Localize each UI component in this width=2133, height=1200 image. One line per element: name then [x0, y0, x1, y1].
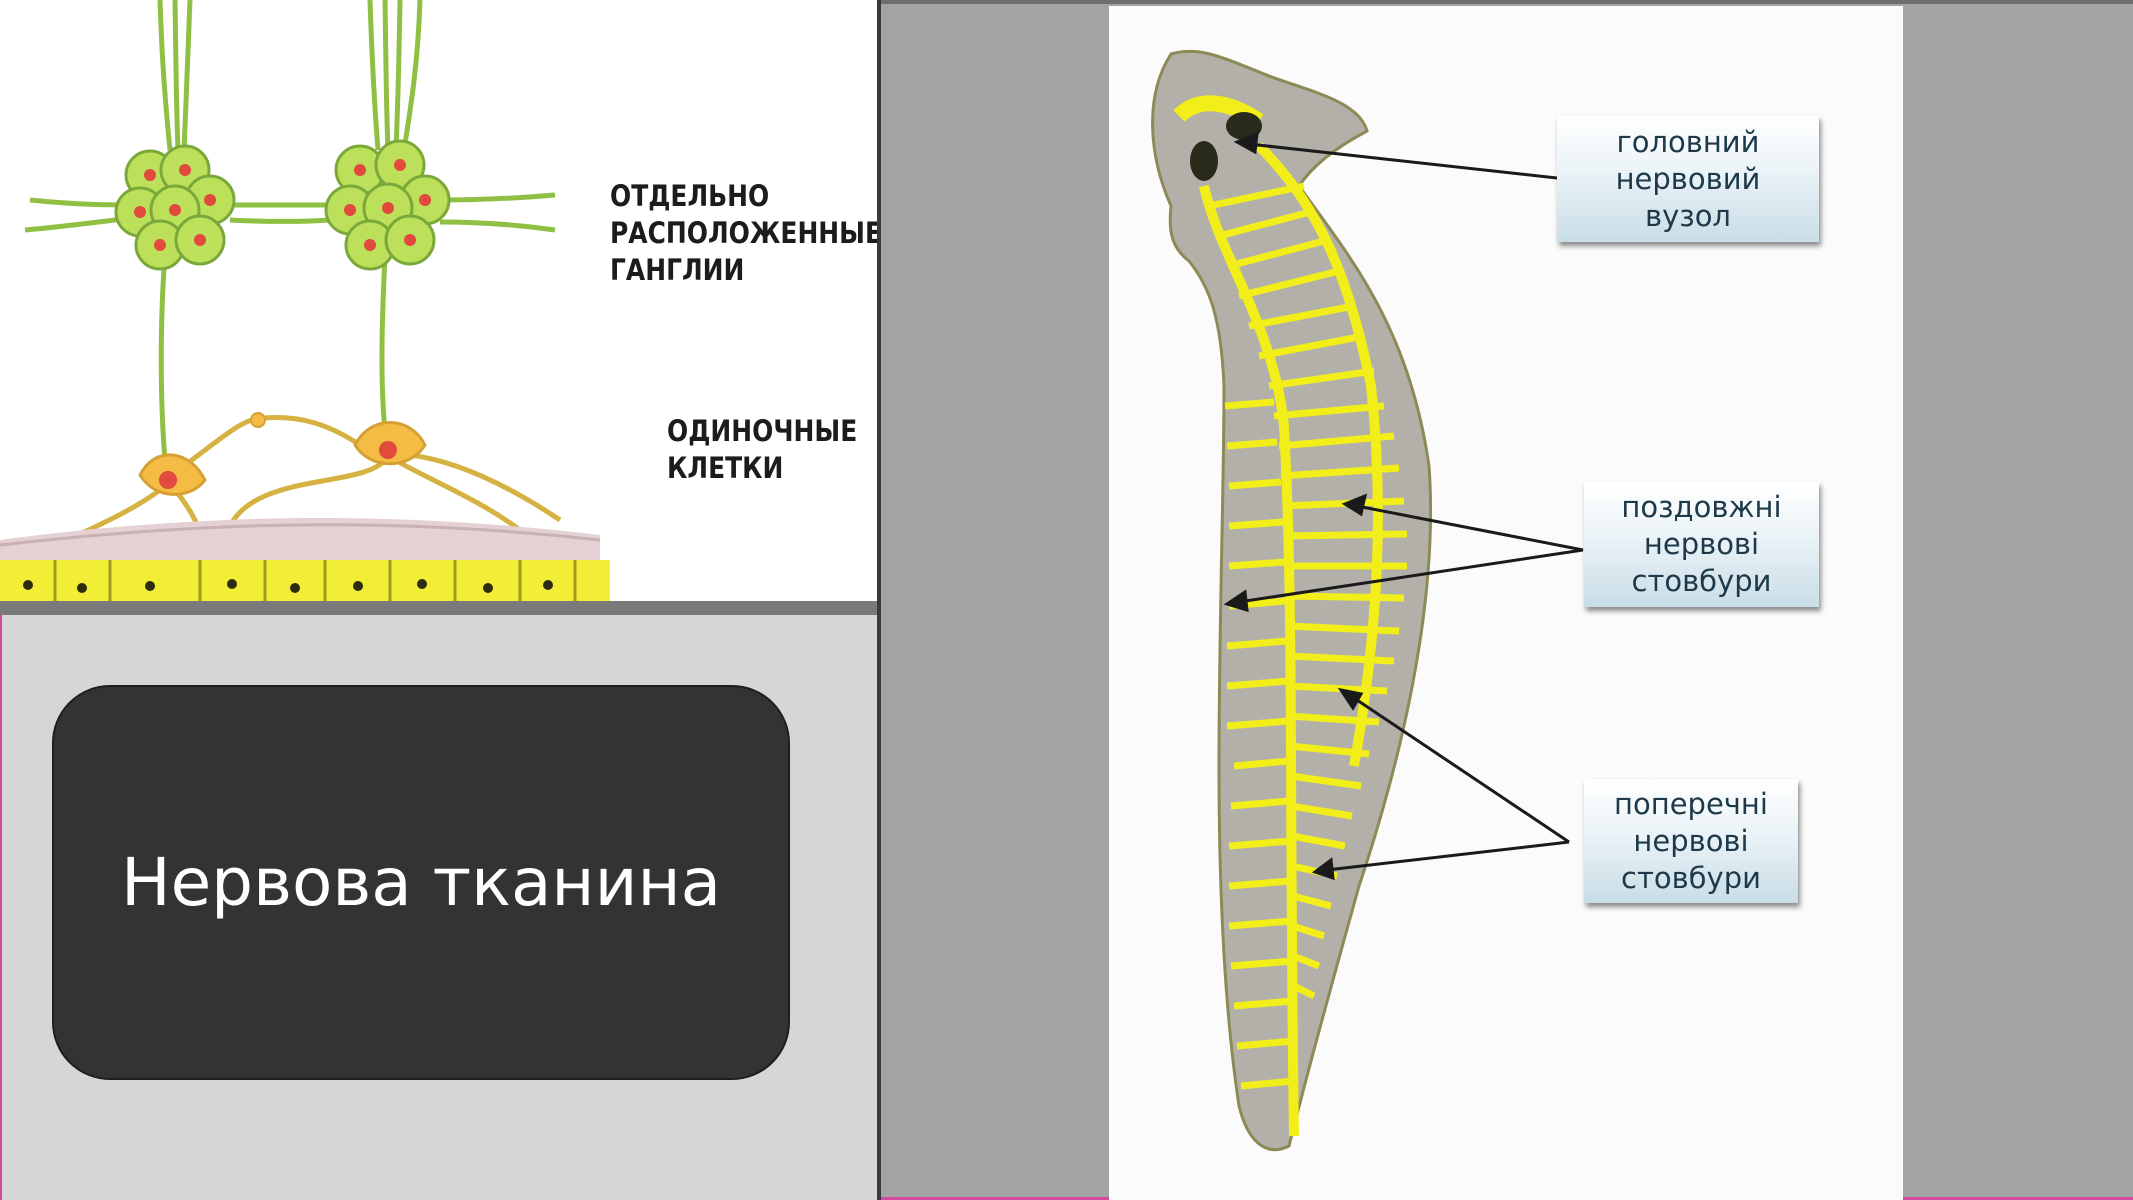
label-head-ganglion: головний нервовий вузол — [1557, 116, 1819, 242]
vertical-divider — [877, 0, 881, 1200]
nervous-tissue-illustration: ОТДЕЛЬНО РАСПОЛОЖЕННЫЕ ГАНГЛИИ ОДИНОЧНЫЕ… — [0, 0, 877, 601]
panel-top-border — [881, 0, 2133, 4]
slide-title: Нервова тканина — [120, 844, 722, 921]
eye-right — [1226, 112, 1262, 140]
horizontal-divider — [0, 601, 877, 615]
label-transverse-cords: поперечні нервові стовбури — [1584, 779, 1798, 903]
title-box: Нервова тканина — [52, 685, 790, 1080]
ganglia-caption: ОТДЕЛЬНО РАСПОЛОЖЕННЫЕ ГАНГЛИИ — [610, 179, 877, 287]
flatworm-diagram — [1151, 49, 1584, 1152]
label-longitudinal-cords: поздовжні нервові стовбури — [1584, 482, 1819, 607]
pointer-arrows — [1223, 131, 1584, 881]
single-cells-caption: ОДИНОЧНЫЕ КЛЕТКИ — [667, 414, 858, 485]
ganglion-cluster-left — [114, 144, 236, 271]
eye-left — [1190, 141, 1218, 181]
ganglion-cluster-right — [324, 139, 451, 271]
ganglia-drawing — [0, 0, 610, 601]
